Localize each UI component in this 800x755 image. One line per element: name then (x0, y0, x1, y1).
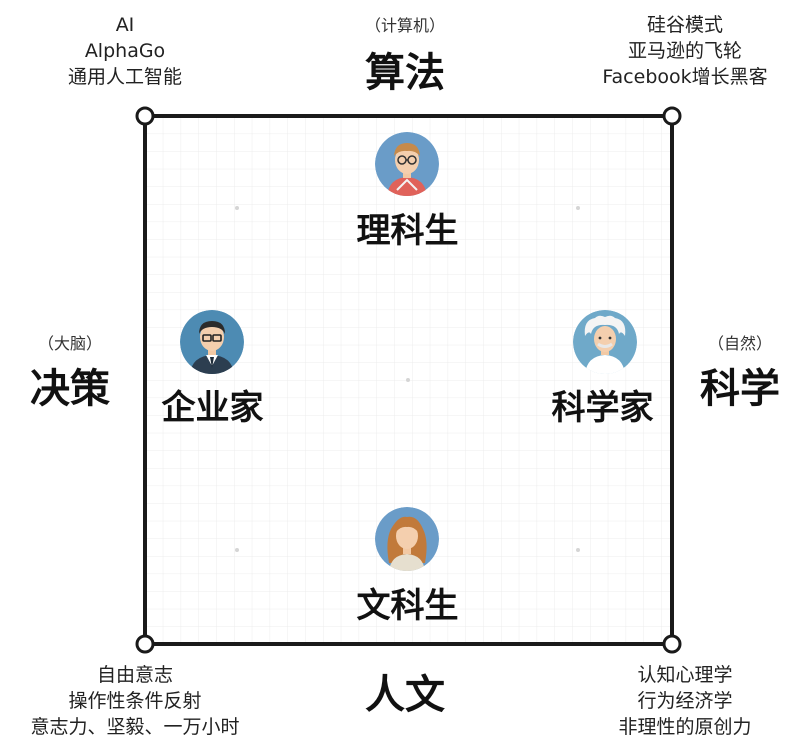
science-student-label: 理科生 (356, 211, 459, 251)
corner-line: 通用人工智能 (67, 66, 182, 88)
scientist-avatar-icon (573, 310, 637, 374)
corner-node (135, 634, 155, 654)
frame-border (143, 114, 674, 646)
science-student-avatar-icon (375, 132, 439, 196)
corner-line: AI (115, 14, 135, 36)
entrepreneur-label: 企业家 (161, 388, 264, 428)
corner-line: 意志力、坚毅、一万小时 (30, 716, 240, 738)
humanities-student-avatar-icon (375, 507, 439, 571)
left-axis-sublabel: （大脑） (37, 334, 102, 353)
grid-dots (235, 206, 580, 552)
entrepreneur-avatar-icon (180, 310, 244, 374)
corner-line: AlphaGo (84, 40, 166, 62)
right-axis-sublabel: （自然） (707, 334, 772, 353)
corner-line: 认知心理学 (637, 664, 733, 686)
top-right-corner-text: 硅谷模式 亚马逊的飞轮 Facebook增长黑客 (580, 12, 790, 90)
corner-line: 亚马逊的飞轮 (627, 40, 742, 62)
top-left-corner-text: AI AlphaGo 通用人工智能 (40, 12, 210, 90)
corner-node (662, 106, 682, 126)
top-axis-sublabel: （计算机） (364, 16, 445, 35)
corner-line: Facebook增长黑客 (602, 66, 768, 88)
corner-line: 操作性条件反射 (68, 690, 202, 712)
corner-node (135, 106, 155, 126)
right-axis-label: 科学 (700, 365, 780, 412)
bottom-left-corner-text: 自由意志 操作性条件反射 意志力、坚毅、一万小时 (0, 662, 270, 740)
bottom-axis-label: 人文 (365, 671, 445, 718)
bottom-right-corner-text: 认知心理学 行为经济学 非理性的原创力 (600, 662, 770, 740)
corner-line: 自由意志 (96, 664, 173, 686)
corner-line: 非理性的原创力 (618, 716, 752, 738)
corner-line: 硅谷模式 (646, 14, 723, 36)
humanities-student-label: 文科生 (356, 586, 459, 626)
corner-node (662, 634, 682, 654)
left-axis-label: 决策 (30, 365, 110, 412)
corner-line: 行为经济学 (637, 690, 733, 712)
top-axis-label: 算法 (365, 49, 445, 96)
scientist-label: 科学家 (551, 388, 654, 428)
